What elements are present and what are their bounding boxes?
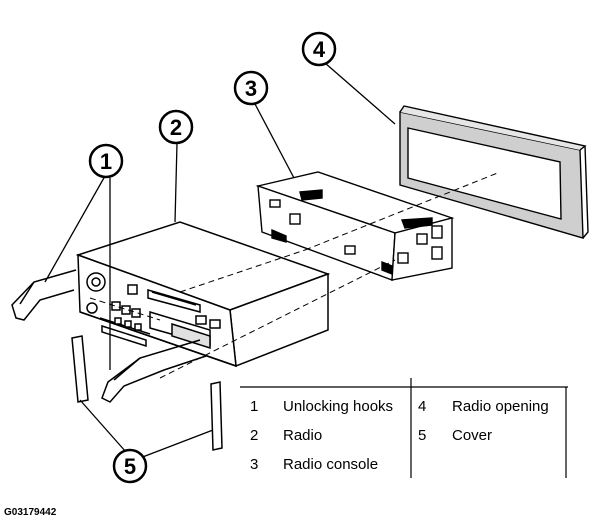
legend-table: 1 Unlocking hooks 2 Radio 3 Radio consol… — [240, 378, 568, 478]
svg-text:Cover: Cover — [452, 427, 492, 444]
radio-unit — [75, 221, 331, 368]
radio-console-cage — [255, 171, 455, 281]
cover-left — [71, 335, 89, 403]
svg-text:Radio console: Radio console — [283, 456, 378, 473]
svg-text:Unlocking hooks: Unlocking hooks — [283, 398, 393, 415]
callout-2: 2 — [158, 109, 194, 145]
legend-row-4: 4 Radio opening — [418, 398, 549, 415]
svg-text:Radio: Radio — [283, 427, 322, 444]
svg-text:2: 2 — [170, 115, 182, 140]
callout-4: 4 — [301, 31, 337, 67]
unlocking-hook-upper — [11, 269, 77, 321]
callout-3: 3 — [233, 70, 269, 106]
svg-text:Radio opening: Radio opening — [452, 398, 549, 415]
leader-lines — [44, 62, 396, 459]
svg-text:2: 2 — [250, 427, 258, 444]
legend-row-1: 1 Unlocking hooks — [250, 398, 393, 415]
svg-text:5: 5 — [124, 454, 136, 479]
svg-text:4: 4 — [418, 398, 426, 415]
legend-row-3: 3 Radio console — [250, 456, 378, 473]
callout-1: 1 — [88, 143, 124, 179]
cover-right — [210, 381, 223, 451]
svg-text:1: 1 — [100, 149, 112, 174]
svg-text:3: 3 — [250, 456, 258, 473]
svg-text:5: 5 — [418, 427, 426, 444]
svg-text:1: 1 — [250, 398, 258, 415]
legend-row-5: 5 Cover — [418, 427, 492, 444]
svg-text:3: 3 — [245, 76, 257, 101]
svg-text:4: 4 — [313, 37, 326, 62]
figure-id: G03179442 — [4, 507, 57, 518]
legend-row-2: 2 Radio — [250, 427, 322, 444]
alignment-lines — [89, 171, 501, 379]
callout-5: 5 — [112, 448, 148, 484]
unlocking-hook-lower — [101, 339, 207, 403]
